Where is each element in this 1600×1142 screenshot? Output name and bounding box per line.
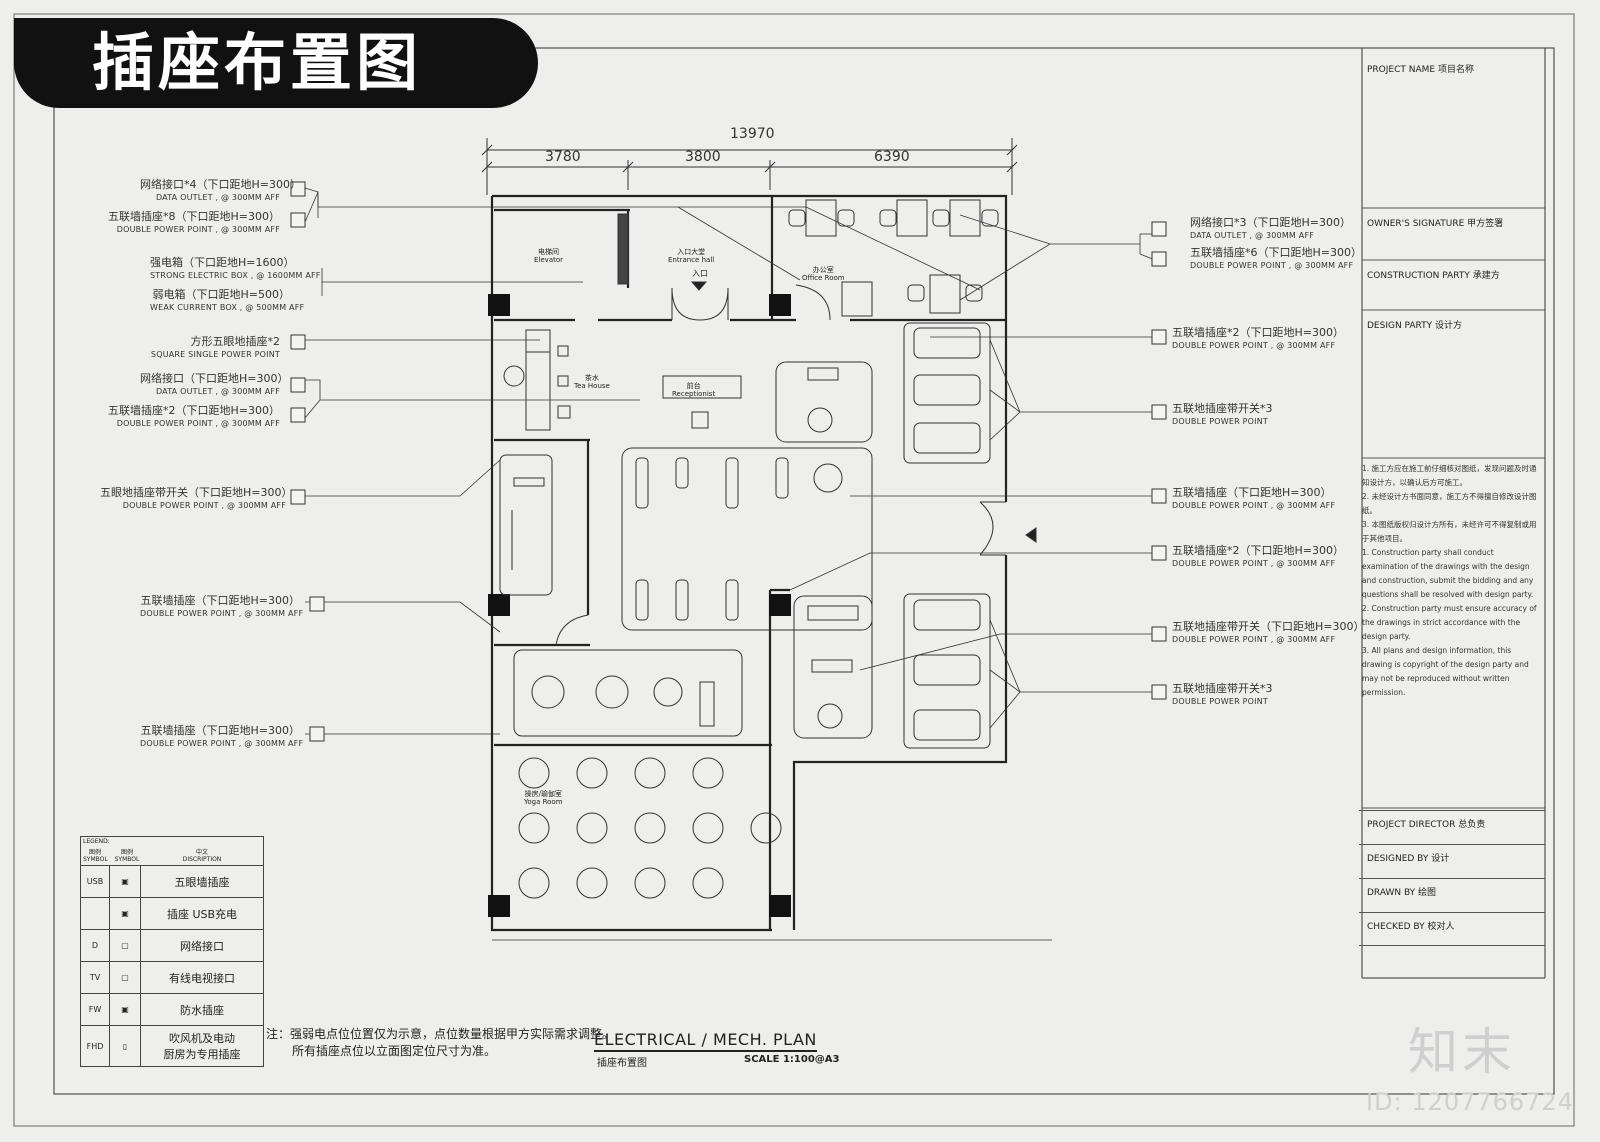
callout-left: 五联墙插座（下口距地H=300）DOUBLE POWER POINT , @ 3… [140,724,304,748]
legend-col-symbol2: 图例 SYMBOL [114,849,140,863]
legend-description: 吹风机及电动 厨房为专用插座 [163,1032,241,1061]
legend-description: 插座 USB充电 [166,907,238,921]
tb-note: 3. All plans and design information, thi… [1362,646,1529,697]
room-label-entrance: 入口大堂 Entrance hall [668,248,715,264]
tb-design-party: DESIGN PARTY 设计方 [1367,321,1463,331]
tb-designed-by: DESIGNED BY 设计 [1359,844,1545,878]
callout-right: 五联墙插座*2（下口距地H=300）DOUBLE POWER POINT , @… [1172,544,1344,568]
tb-notes: 1. 施工方应在施工前仔细核对图纸，发现问题及时通知设计方，以确认后方可施工。 … [1362,462,1542,700]
dimension-seg2: 3800 [685,149,721,165]
legend-symbol-icon: D [81,930,110,961]
footnote: 注：强弱电点位位置仅为示意，点位数量根据甲方实际需求调整。 所有插座点位以立面图… [266,1026,614,1060]
data-outlet-icon: ▢ [110,930,141,961]
room-label-yoga: 操房/瑜伽室 Yoga Room [524,790,563,806]
tb-note: 1. 施工方应在施工前仔细核对图纸，发现问题及时通知设计方，以确认后方可施工。 [1362,464,1537,487]
callout-right: 网络接口*3（下口距地H=300）DATA OUTLET , @ 300MM A… [1190,216,1351,240]
legend-symbol-icon: USB [81,866,110,897]
callout-right: 五联地插座带开关（下口距地H=300）DOUBLE POWER POINT , … [1172,620,1365,644]
tb-project-director: PROJECT DIRECTOR 总负责 [1359,810,1545,844]
tv-outlet-icon: ▢ [110,962,141,993]
legend-description: 网络接口 [180,939,224,953]
tb-owner-signature: OWNER'S SIGNATURE 甲方签署 [1367,219,1504,229]
room-label-reception: 前台 Receptionist [672,382,716,398]
legend-symbol-icon [81,898,110,929]
legend-description: 防水插座 [180,1003,224,1017]
tb-checked-by: CHECKED BY 校对人 [1359,912,1545,946]
legend-row: ▣ 插座 USB充电 [81,898,263,930]
legend-description: 有线电视接口 [169,971,235,985]
tb-note: 1. Construction party shall conduct exam… [1362,548,1534,599]
callout-left: 五眼地插座带开关（下口距地H=300）DOUBLE POWER POINT , … [100,486,293,510]
plan-subtitle: 插座布置图 [597,1058,647,1069]
dedicated-outlet-icon: ▯ [110,1026,141,1066]
legend-heading: LEGEND: [83,838,110,845]
legend-row: FHD▯ 吹风机及电动 厨房为专用插座 [81,1026,263,1066]
outlet-icon: ▣ [110,866,141,897]
tb-note: 2. Construction party must ensure accura… [1362,604,1537,641]
callout-left: 网络接口（下口距地H=300）DATA OUTLET , @ 300MM AFF [140,372,289,396]
tb-drawn-by: DRAWN BY 绘图 [1359,878,1545,912]
legend-table: LEGEND: 图例 SYMBOL 图例 SYMBOL 中文 DISCRIPTI… [80,836,264,1067]
footnote-line: 注：强弱电点位位置仅为示意，点位数量根据甲方实际需求调整。 [266,1027,615,1041]
legend-row: FW▣ 防水插座 [81,994,263,1026]
plan-scale: SCALE 1:100@A3 [744,1054,840,1065]
callout-right: 五联墙插座*6（下口距地H=300）DOUBLE POWER POINT , @… [1190,246,1362,270]
callout-left: 五联墙插座*2（下口距地H=300）DOUBLE POWER POINT , @… [108,404,280,428]
callout-left: 五联墙插座*8（下口距地H=300）DOUBLE POWER POINT , @… [108,210,280,234]
dimension-total: 13970 [730,126,775,142]
tb-project-name: PROJECT NAME 项目名称 [1367,65,1474,75]
callout-right: 五联墙插座（下口距地H=300）DOUBLE POWER POINT , @ 3… [1172,486,1336,510]
room-label-office: 办公室 Office Room [802,266,845,282]
callout-left: 弱电箱（下口距地H=500）WEAK CURRENT BOX , @ 500MM… [150,288,305,312]
callout-left: 强电箱（下口距地H=1600）STRONG ELECTRIC BOX , @ 1… [150,256,321,280]
legend-row: D▢ 网络接口 [81,930,263,962]
usb-outlet-icon: ▣ [110,898,141,929]
room-label-entry: 入口 [692,269,708,278]
dimension-seg3: 6390 [874,149,910,165]
footnote-line: 所有插座点位以立面图定位尺寸为准。 [292,1044,497,1058]
legend-row: USB▣ 五眼墙插座 [81,866,263,898]
legend-description: 五眼墙插座 [174,875,230,889]
room-label-tea: 茶水 Tea House [574,374,610,390]
tb-construction-party: CONSTRUCTION PARTY 承建方 [1367,271,1500,281]
dimension-seg1: 3780 [545,149,581,165]
waterproof-outlet-icon: ▣ [110,994,141,1025]
plan-title: ELECTRICAL / MECH. PLAN [594,1030,817,1052]
tb-note: 2. 未经设计方书面同意，施工方不得擅自修改设计图纸。 [1362,492,1537,515]
legend-row: TV▢ 有线电视接口 [81,962,263,994]
legend-col-symbol: 图例 SYMBOL [83,849,108,863]
room-label-elevator: 电梯间 Elevator [534,248,564,264]
watermark-logo: 知末 [1408,1023,1516,1081]
legend-header: LEGEND: 图例 SYMBOL 图例 SYMBOL 中文 DISCRIPTI… [81,837,263,866]
legend-col-description: 中文 DISCRIPTION [182,849,222,863]
legend-symbol-icon: TV [81,962,110,993]
legend-symbol-icon: FHD [81,1026,110,1066]
callout-left: 网络接口*4（下口距地H=300）DATA OUTLET , @ 300MM A… [140,178,301,202]
tb-note: 3. 本图纸版权归设计方所有，未经许可不得复制或用于其他项目。 [1362,520,1537,543]
callout-right: 五联墙插座*2（下口距地H=300）DOUBLE POWER POINT , @… [1172,326,1344,350]
watermark-id: ID: 1207766724 [1366,1088,1574,1116]
page-title-banner: 插座布置图 [14,18,538,108]
legend-symbol-icon: FW [81,994,110,1025]
callout-left: 五联墙插座（下口距地H=300）DOUBLE POWER POINT , @ 3… [140,594,304,618]
